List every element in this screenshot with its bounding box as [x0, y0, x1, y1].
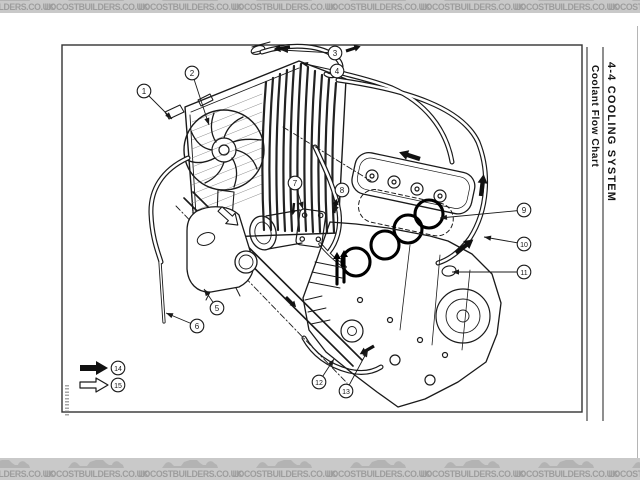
watermark-unit: LOCOSTBUILDERS.CO.UK: [608, 458, 640, 480]
watermark-unit: LOCOSTBUILDERS.CO.UK: [0, 0, 54, 13]
watermark-unit: LOCOSTBUILDERS.CO.UK: [514, 0, 618, 13]
kit-car-icon: [538, 460, 594, 468]
watermark-unit: LOCOSTBUILDERS.CO.UK: [44, 458, 148, 480]
svg-text:15: 15: [114, 383, 122, 390]
callout-15: 15: [110, 377, 126, 393]
watermark-banner-top: LOCOSTBUILDERS.CO.UK LOCOSTBUILDERS.CO.U…: [0, 0, 640, 13]
watermark-text: LOCOSTBUILDERS.CO.UK: [608, 469, 640, 479]
cooling-fan-icon: [183, 109, 265, 258]
watermark-unit: LOCOSTBUILDERS.CO.UK: [420, 458, 524, 480]
kit-car-icon: [632, 0, 640, 1]
watermark-text: LOCOSTBUILDERS.CO.UK: [420, 2, 524, 12]
svg-text:14: 14: [114, 366, 122, 373]
kit-car-icon: [0, 0, 30, 1]
watermark-text: LOCOSTBUILDERS.CO.UK: [420, 469, 524, 479]
kit-car-icon: [256, 0, 312, 1]
watermark-unit: LOCOSTBUILDERS.CO.UK: [232, 0, 336, 13]
callout-13: 13: [338, 383, 354, 399]
svg-text:12: 12: [315, 380, 323, 387]
callout-3: 3: [327, 45, 343, 61]
watermark-unit: LOCOSTBUILDERS.CO.UK: [420, 0, 524, 13]
svg-text:4: 4: [335, 67, 340, 76]
watermark-text: LOCOSTBUILDERS.CO.UK: [138, 2, 242, 12]
callout-5: 5: [209, 300, 225, 316]
watermark-text: LOCOSTBUILDERS.CO.UK: [326, 2, 430, 12]
kit-car-icon: [538, 0, 594, 1]
callout-7: 7: [287, 175, 303, 191]
watermark-text: LOCOSTBUILDERS.CO.UK: [514, 469, 618, 479]
legend: [79, 361, 109, 393]
svg-text:9: 9: [522, 206, 527, 215]
kit-car-icon: [444, 460, 500, 468]
watermark-text: LOCOSTBUILDERS.CO.UK: [232, 2, 336, 12]
svg-text:6: 6: [195, 322, 200, 331]
svg-text:11: 11: [520, 270, 527, 277]
svg-text:13: 13: [342, 389, 350, 396]
watermark-unit: LOCOSTBUILDERS.CO.UK: [608, 0, 640, 13]
callout-8: 8: [334, 182, 350, 198]
callout-11: 11: [516, 264, 532, 280]
kit-car-icon: [162, 460, 218, 468]
kit-car-icon: [444, 0, 500, 1]
watermark-unit: LOCOSTBUILDERS.CO.UK: [514, 458, 618, 480]
reserve-tank: [186, 206, 258, 301]
callout-2: 2: [184, 65, 200, 81]
kit-car-icon: [68, 0, 124, 1]
callout-1: 1: [136, 83, 152, 99]
kit-car-icon: [632, 462, 640, 468]
watermark-banner-bottom: LOCOSTBUILDERS.CO.UK LOCOSTBUILDERS.CO.U…: [0, 458, 640, 480]
kit-car-icon: [350, 0, 406, 1]
svg-text:3: 3: [333, 49, 338, 58]
cylinder-head: [351, 151, 476, 237]
kit-car-icon: [68, 460, 124, 468]
chapter-heading-vertical: 4-4 COOLING SYSTEM: [605, 62, 617, 203]
watermark-unit: LOCOSTBUILDERS.CO.UK: [138, 0, 242, 13]
svg-text:1: 1: [142, 87, 147, 96]
callout-6: 6: [189, 318, 205, 334]
callout-12: 12: [311, 374, 327, 390]
watermark-unit: LOCOSTBUILDERS.CO.UK: [232, 458, 336, 480]
svg-text:2: 2: [190, 69, 195, 78]
page-title-vertical: Coolant Flow Chart: [589, 65, 600, 168]
watermark-unit: LOCOSTBUILDERS.CO.UK: [138, 458, 242, 480]
watermark-text: LOCOSTBUILDERS.CO.UK: [44, 2, 148, 12]
figure-code-strip: [65, 385, 69, 417]
kit-car-icon: [162, 0, 218, 1]
legend-open-arrow-icon: [79, 377, 109, 393]
figure-frame: [61, 44, 604, 421]
watermark-text: LOCOSTBUILDERS.CO.UK: [138, 469, 242, 479]
flow-rings: [333, 198, 445, 286]
callout-4: 4: [329, 63, 345, 79]
kit-car-icon: [256, 460, 312, 468]
legend-solid-arrow-icon: [80, 361, 108, 375]
callout-14: 14: [110, 360, 126, 376]
flow-arrows: [273, 44, 488, 355]
watermark-text: LOCOSTBUILDERS.CO.UK: [514, 2, 618, 12]
svg-text:10: 10: [520, 242, 528, 249]
kit-car-icon: [350, 460, 406, 468]
watermark-text: LOCOSTBUILDERS.CO.UK: [0, 469, 54, 479]
watermark-unit: LOCOSTBUILDERS.CO.UK: [44, 0, 148, 13]
watermark-unit: LOCOSTBUILDERS.CO.UK: [326, 0, 430, 13]
page-edge-line: [637, 26, 638, 471]
watermark-text: LOCOSTBUILDERS.CO.UK: [326, 469, 430, 479]
kit-car-icon: [0, 460, 30, 468]
svg-text:8: 8: [340, 186, 345, 195]
watermark-text: LOCOSTBUILDERS.CO.UK: [608, 2, 640, 12]
water-pump: [249, 208, 327, 251]
watermark-unit: LOCOSTBUILDERS.CO.UK: [326, 458, 430, 480]
callout-10: 10: [516, 236, 532, 252]
watermark-unit: LOCOSTBUILDERS.CO.UK: [0, 458, 54, 480]
open-flow-arrow: [217, 206, 239, 226]
callout-9: 9: [516, 202, 532, 218]
svg-text:7: 7: [293, 179, 298, 188]
svg-text:5: 5: [215, 304, 220, 313]
watermark-text: LOCOSTBUILDERS.CO.UK: [44, 469, 148, 479]
watermark-text: LOCOSTBUILDERS.CO.UK: [0, 2, 54, 12]
watermark-text: LOCOSTBUILDERS.CO.UK: [232, 469, 336, 479]
engine-block: [302, 221, 502, 408]
